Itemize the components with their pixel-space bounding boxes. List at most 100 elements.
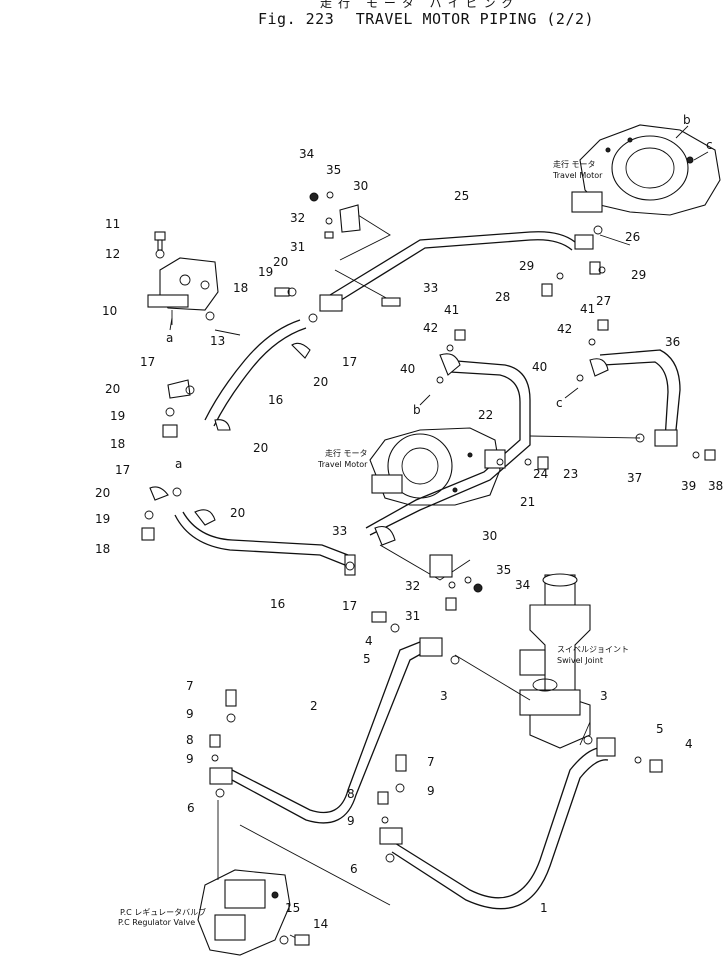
callout-c-lower: c (556, 396, 563, 410)
callout-32b: 32 (405, 579, 420, 593)
callout-30b: 30 (482, 529, 497, 543)
callout-29a: 29 (519, 259, 534, 273)
callout-22: 22 (478, 408, 493, 422)
callout-38: 38 (708, 479, 723, 493)
callout-34a: 34 (299, 147, 314, 161)
callout-28: 28 (495, 290, 510, 304)
callout-17b: 17 (342, 355, 357, 369)
callout-26: 26 (625, 230, 640, 244)
leader-lines (159, 209, 641, 941)
callout-9b: 9 (186, 752, 194, 766)
japanese-title: 走行 モータ パイピング (320, 0, 520, 10)
travel-motor-jp-label-upper: 走行 モータ (553, 159, 596, 169)
pipes (174, 231, 681, 910)
callout-5a: 5 (363, 652, 371, 666)
callout-20f: 20 (230, 506, 245, 520)
callout-20d: 20 (253, 441, 268, 455)
callout-37: 37 (627, 471, 642, 485)
swivel-joint (519, 573, 591, 749)
callout-34b: 34 (515, 578, 530, 592)
callout-19b: 19 (110, 409, 125, 423)
figure-header: 走行 モータ パイピング Fig. 223 TRAVEL MOTOR PIPIN… (0, 0, 728, 40)
callout-18c: 18 (95, 542, 110, 556)
callout-labels: 1 2 3 3 4 4 5 5 6 6 7 7 8 8 9 9 9 9 10 1… (95, 113, 723, 931)
callout-42b: 42 (557, 322, 572, 336)
callout-33a: 33 (423, 281, 438, 295)
callout-2: 2 (310, 699, 318, 713)
callout-23: 23 (563, 467, 578, 481)
callout-12: 12 (105, 247, 120, 261)
callout-31a: 31 (290, 240, 305, 254)
callout-8b: 8 (347, 787, 355, 801)
callout-33b: 33 (332, 524, 347, 538)
callout-31b: 31 (405, 609, 420, 623)
callout-9d: 9 (427, 784, 435, 798)
callout-a-upper: a (166, 331, 173, 345)
figure-title: Fig. 223 TRAVEL MOTOR PIPING (2/2) (258, 10, 606, 28)
callout-a-lower: a (175, 457, 182, 471)
callout-39: 39 (681, 479, 696, 493)
callout-30a: 30 (353, 179, 368, 193)
travel-motor-label-lower: Travel Motor (317, 460, 368, 469)
callout-17a: 17 (140, 355, 155, 369)
callout-18a: 18 (233, 281, 248, 295)
callout-15: 15 (285, 901, 300, 915)
callout-6a: 6 (187, 801, 195, 815)
callout-18b: 18 (110, 437, 125, 451)
callout-4a: 4 (365, 634, 373, 648)
callout-36: 36 (665, 335, 680, 349)
swivel-joint-label: Swivel Joint (557, 656, 603, 665)
callout-24: 24 (533, 467, 548, 481)
callout-6b: 6 (350, 862, 358, 876)
callout-13: 13 (210, 334, 225, 348)
callout-16b: 16 (270, 597, 285, 611)
callout-3b: 3 (600, 689, 608, 703)
callout-16a: 16 (268, 393, 283, 407)
callout-7b: 7 (427, 755, 435, 769)
callout-41b: 41 (580, 302, 595, 316)
travel-motor-label-upper: Travel Motor (552, 171, 603, 180)
callout-35b: 35 (496, 563, 511, 577)
figure-number: Fig. 223 (258, 10, 335, 28)
callout-19c: 19 (95, 512, 110, 526)
callout-27: 27 (596, 294, 611, 308)
swivel-joint-jp-label: スイベルジョイント (557, 645, 629, 654)
pc-regulator-valve (197, 869, 291, 956)
callout-8a: 8 (186, 733, 194, 747)
pc-valve-label: P.C Regulator Valve (118, 918, 195, 927)
callout-20a: 20 (273, 255, 288, 269)
callout-b-upper: b (683, 113, 691, 127)
lower-travel-motor (369, 427, 501, 506)
callout-40a: 40 (400, 362, 415, 376)
callout-41a: 41 (444, 303, 459, 317)
callout-7a: 7 (186, 679, 194, 693)
callout-11: 11 (105, 217, 120, 231)
callout-9a: 9 (186, 707, 194, 721)
callout-40b: 40 (532, 360, 547, 374)
callout-b-lower: b (413, 403, 421, 417)
component-labels: 走行 モータ Travel Motor 走行 モータ Travel Motor … (118, 159, 629, 927)
callout-10: 10 (102, 304, 117, 318)
callout-17c: 17 (115, 463, 130, 477)
callout-3a: 3 (440, 689, 448, 703)
upper-travel-motor (571, 124, 721, 216)
callout-19a: 19 (258, 265, 273, 279)
reference-arrows (169, 125, 709, 406)
callout-25: 25 (454, 189, 469, 203)
callout-1: 1 (540, 901, 548, 915)
callout-c-upper: c (706, 138, 713, 152)
callout-20b: 20 (313, 375, 328, 389)
callout-5b: 5 (656, 722, 664, 736)
callout-14: 14 (313, 917, 328, 931)
callout-35a: 35 (326, 163, 341, 177)
callout-20e: 20 (95, 486, 110, 500)
callout-17d: 17 (342, 599, 357, 613)
callout-4b: 4 (685, 737, 693, 751)
travel-motor-jp-label-lower: 走行 モータ (325, 448, 368, 458)
callout-42a: 42 (423, 321, 438, 335)
callout-32a: 32 (290, 211, 305, 225)
callout-20c: 20 (105, 382, 120, 396)
block-10 (147, 257, 219, 311)
callout-29b: 29 (631, 268, 646, 282)
